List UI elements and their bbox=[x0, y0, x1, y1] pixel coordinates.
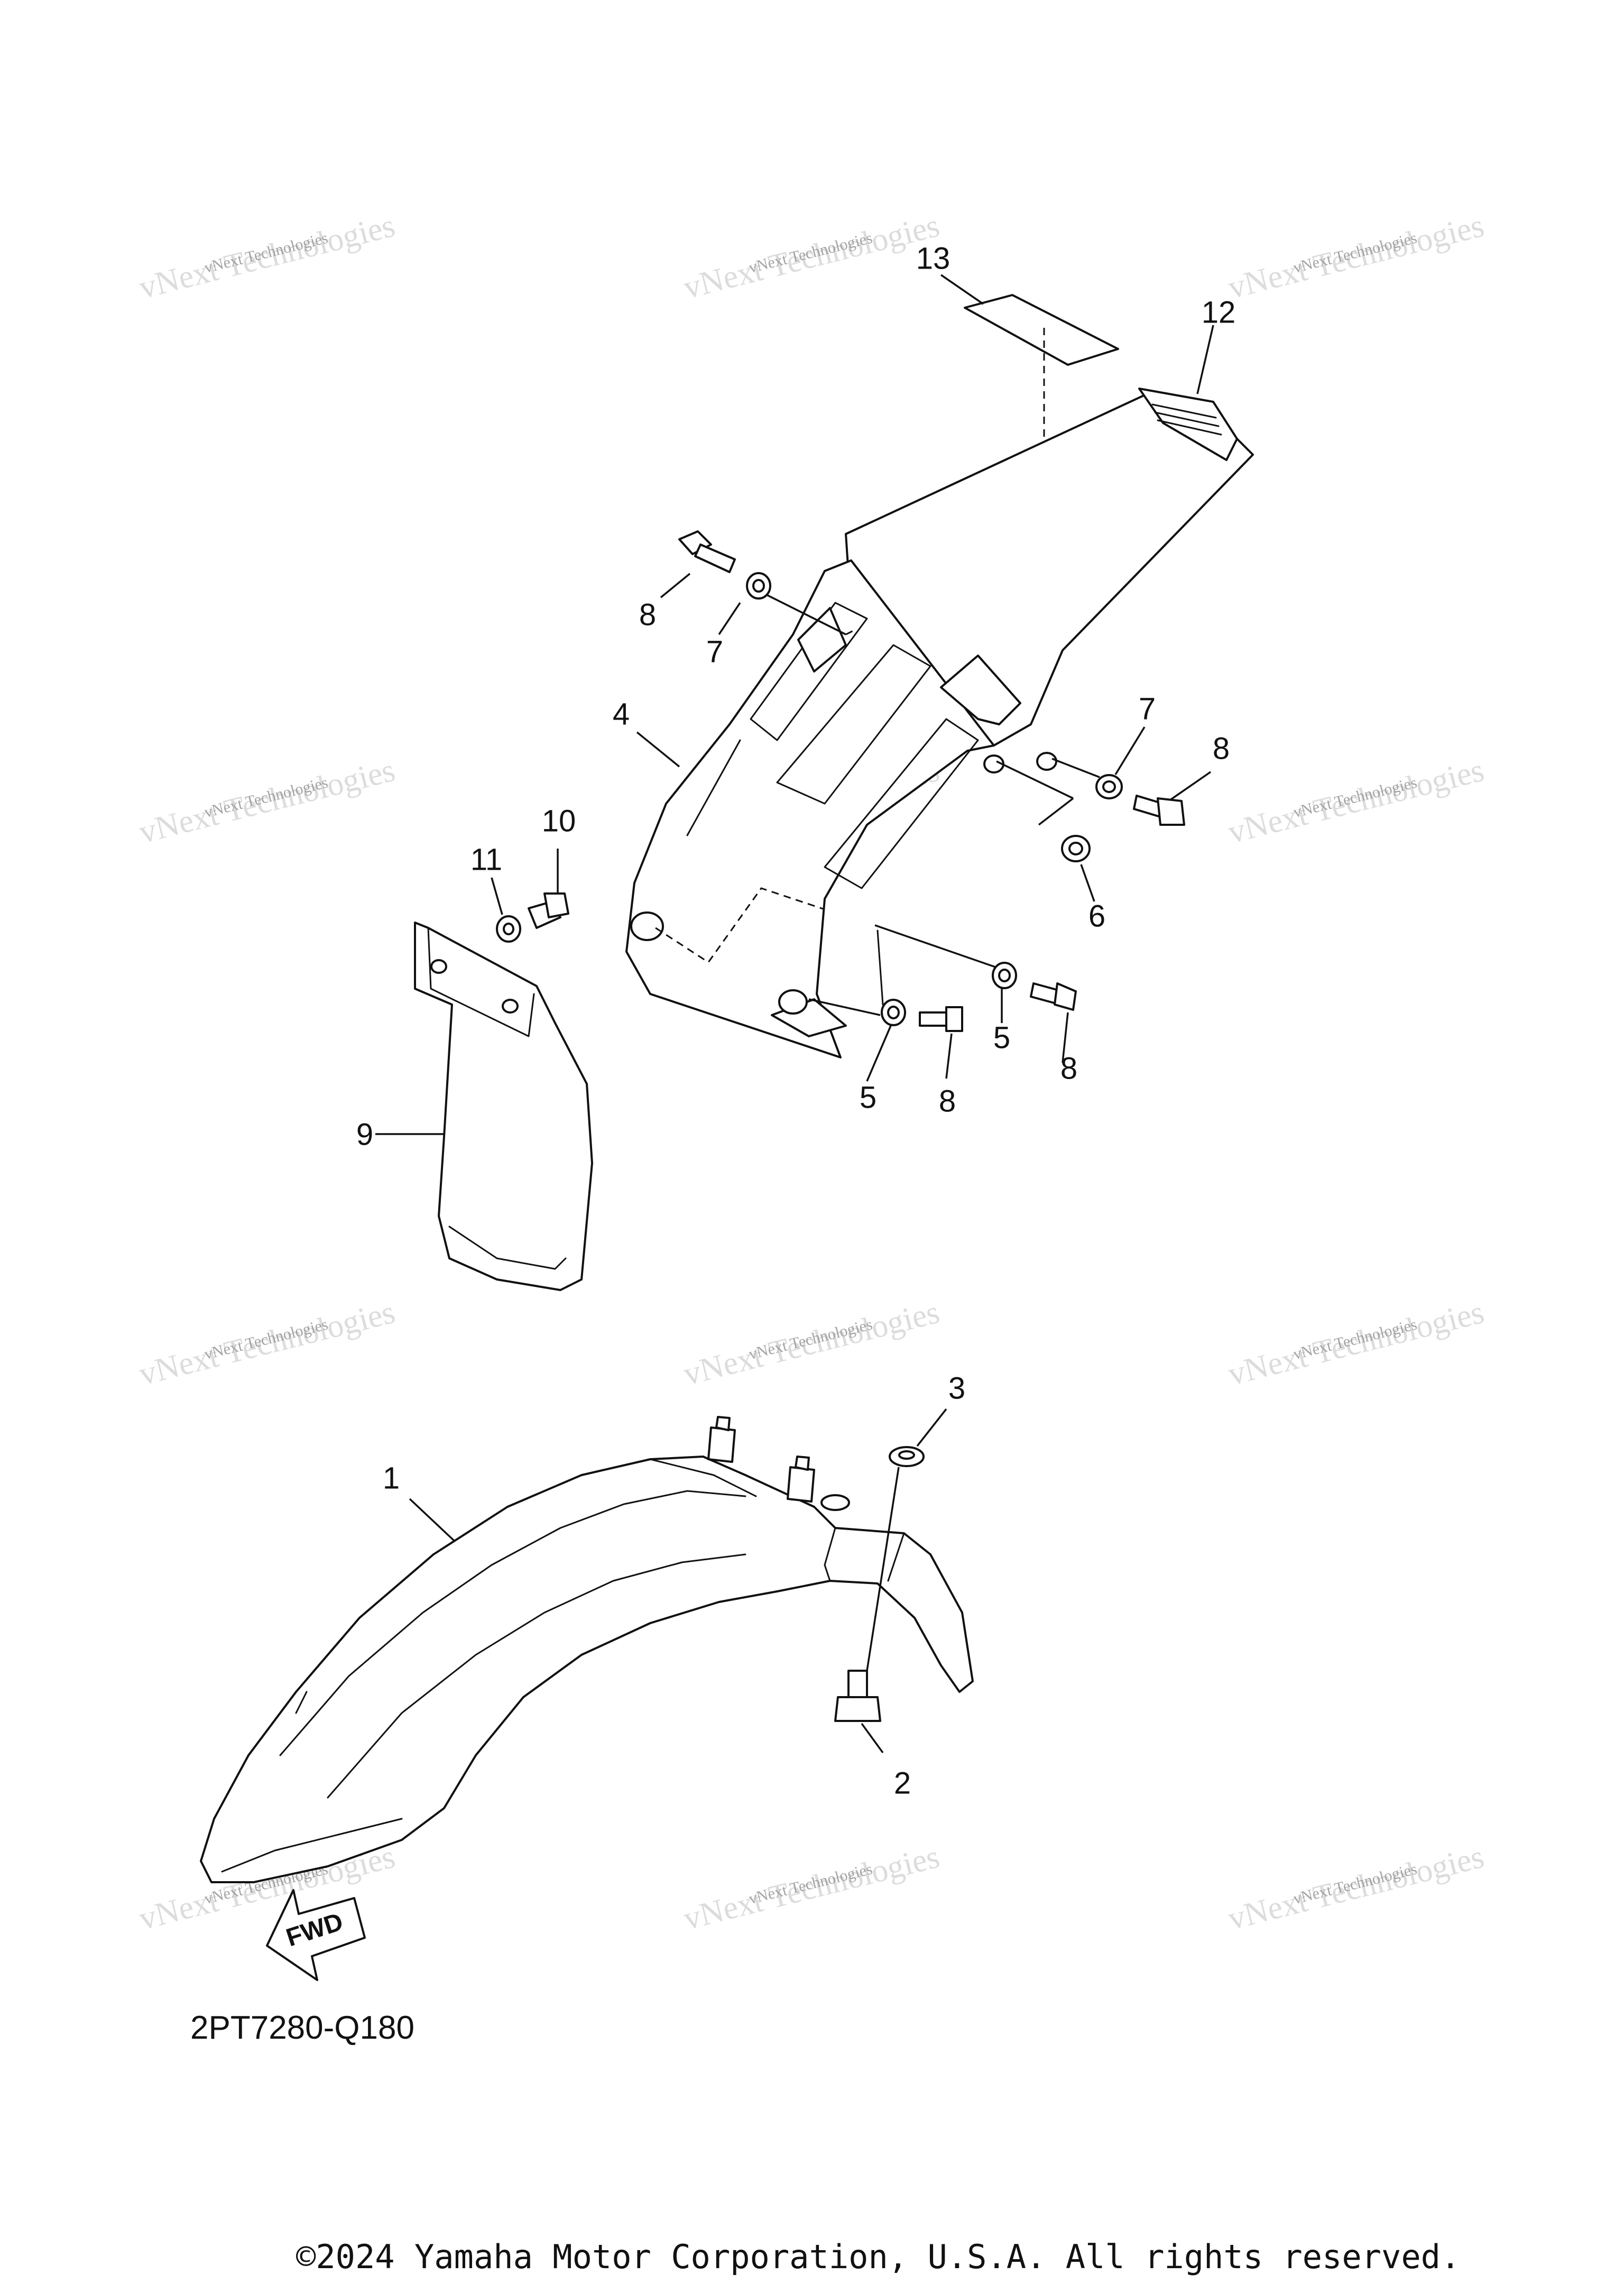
callout-13: 13 bbox=[916, 241, 951, 275]
callout-5: 5 bbox=[993, 1020, 1010, 1055]
part-6-bushing[interactable] bbox=[1061, 835, 1091, 862]
part-8-bolt[interactable] bbox=[919, 1006, 963, 1032]
watermark: vNext Technologies vNext Technologies bbox=[136, 208, 399, 306]
part-8-bolt[interactable] bbox=[1133, 795, 1185, 826]
callout-8: 8 bbox=[1213, 731, 1230, 766]
part-5-collar[interactable] bbox=[881, 999, 906, 1026]
watermark: vNext Technologies vNext Technologies bbox=[1225, 1839, 1488, 1937]
callout-1: 1 bbox=[383, 1461, 400, 1495]
connector-line bbox=[996, 760, 1074, 799]
callout-12: 12 bbox=[1202, 295, 1236, 329]
callout-4: 4 bbox=[613, 697, 630, 731]
connector-line bbox=[1051, 758, 1100, 778]
watermark: vNext Technologies vNext Technologies bbox=[1225, 752, 1488, 851]
callout-2: 2 bbox=[894, 1766, 911, 1800]
callout-6: 6 bbox=[1088, 899, 1105, 933]
connector-line bbox=[1038, 797, 1074, 826]
part-8-bolt[interactable] bbox=[678, 530, 736, 573]
callout-7: 7 bbox=[706, 634, 723, 669]
diagram-code: 2PT7280-Q180 bbox=[190, 2010, 414, 2046]
part-7-collar[interactable] bbox=[1095, 774, 1123, 799]
part-13-decal[interactable] bbox=[964, 294, 1119, 366]
part-11-washer[interactable] bbox=[496, 915, 521, 943]
watermark: vNext Technologies vNext Technologies bbox=[1225, 208, 1488, 306]
callout-8: 8 bbox=[639, 597, 656, 632]
part-8-bolt[interactable] bbox=[1030, 982, 1077, 1011]
watermark: vNext Technologies vNext Technologies bbox=[136, 1294, 399, 1393]
fwd-arrow-icon: FWD bbox=[266, 1889, 366, 1981]
part-3-grommet[interactable] bbox=[889, 1446, 925, 1467]
callout-5: 5 bbox=[860, 1080, 876, 1115]
part-5-collar[interactable] bbox=[992, 962, 1017, 989]
callout-8: 8 bbox=[1060, 1051, 1077, 1085]
callout-labels: 13 12 8 7 4 7 8 6 5 8 5 8 10 11 9 1 3 2 bbox=[356, 241, 1235, 1800]
watermark: vNext Technologies vNext Technologies bbox=[1225, 1294, 1488, 1393]
callout-7: 7 bbox=[1139, 692, 1156, 726]
watermark: vNext Technologies vNext Technologies bbox=[680, 1294, 943, 1393]
callout-10: 10 bbox=[542, 804, 576, 838]
part-7-collar[interactable] bbox=[746, 572, 771, 600]
watermark: vNext Technologies vNext Technologies bbox=[136, 752, 399, 851]
watermark: vNext Technologies vNext Technologies bbox=[680, 208, 943, 306]
connector-line bbox=[874, 924, 1005, 971]
part-4-rear-fender[interactable] bbox=[625, 388, 1254, 1058]
connector-line bbox=[808, 998, 881, 1016]
part-2-bolt[interactable] bbox=[834, 1670, 881, 1722]
connector-line bbox=[761, 591, 846, 636]
copyright-notice: ©2024 Yamaha Motor Corporation, U.S.A. A… bbox=[296, 2237, 1461, 2276]
watermark: vNext Technologies vNext Technologies bbox=[680, 1839, 943, 1937]
callout-3: 3 bbox=[948, 1371, 965, 1405]
callout-9: 9 bbox=[356, 1117, 373, 1152]
part-9-mud-flap[interactable] bbox=[414, 922, 593, 1291]
connector-line bbox=[866, 1467, 900, 1671]
callout-8: 8 bbox=[939, 1084, 956, 1118]
part-10-screw[interactable] bbox=[528, 892, 569, 929]
leader-lines bbox=[375, 274, 1214, 1754]
part-1-front-fender[interactable] bbox=[200, 1416, 974, 1883]
callout-11: 11 bbox=[470, 842, 502, 877]
